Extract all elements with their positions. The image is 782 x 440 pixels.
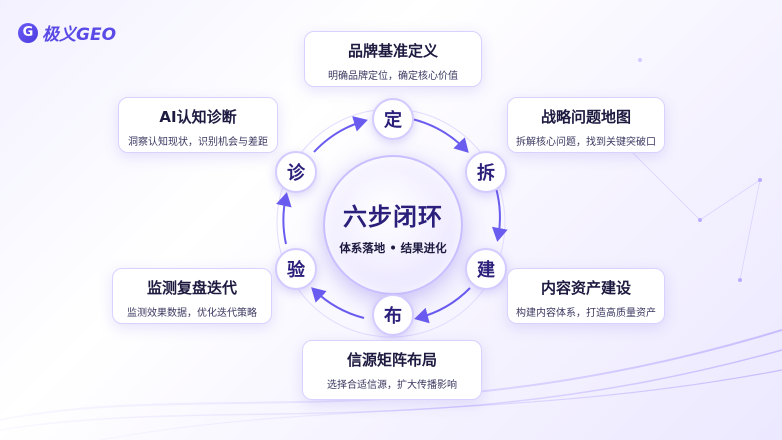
step-card-desc: 监测效果数据，优化迭代策略 xyxy=(127,308,257,319)
step-card-source-matrix: 信源矩阵布局 选择合适信源，扩大传播影响 xyxy=(302,340,482,400)
step-node-jian: 建 xyxy=(465,248,507,290)
step-card-title: AI认知诊断 xyxy=(159,108,237,126)
step-card-content-assets: 内容资产建设 构建内容体系，打造高质量资产 xyxy=(507,268,665,324)
step-card-title: 战略问题地图 xyxy=(540,108,631,126)
step-card-desc: 洞察认知现状，识别机会与差距 xyxy=(128,137,268,148)
step-card-desc: 构建内容体系，打造高质量资产 xyxy=(516,308,656,319)
step-card-title: 信源矩阵布局 xyxy=(346,351,437,369)
step-card-ai-diagnosis: AI认知诊断 洞察认知现状，识别机会与差距 xyxy=(118,97,278,153)
brand-logo: G 极义GEO xyxy=(18,20,116,45)
step-card-desc: 选择合适信源，扩大传播影响 xyxy=(327,380,457,391)
step-node-yan: 验 xyxy=(275,248,317,290)
step-card-title: 品牌基准定义 xyxy=(347,42,438,60)
step-card-title: 监测复盘迭代 xyxy=(146,279,237,297)
step-card-desc: 明确品牌定位，确定核心价值 xyxy=(328,71,458,82)
center-subtitle: 体系落地 • 结果进化 xyxy=(339,241,447,255)
step-node-bu: 布 xyxy=(372,294,414,336)
logo-text: 极义GEO xyxy=(42,25,117,45)
logo-mark-icon: G xyxy=(18,22,38,43)
step-node-ding: 定 xyxy=(372,98,414,140)
step-node-zhen: 诊 xyxy=(275,151,317,193)
step-card-monitor-iterate: 监测复盘迭代 监测效果数据，优化迭代策略 xyxy=(112,268,272,324)
step-node-chai: 拆 xyxy=(465,151,507,193)
step-card-strategy-map: 战略问题地图 拆解核心问题，找到关键突破口 xyxy=(507,97,665,153)
step-card-desc: 拆解核心问题，找到关键突破口 xyxy=(516,137,656,148)
step-card-brand-baseline: 品牌基准定义 明确品牌定位，确定核心价值 xyxy=(304,31,482,87)
center-hub: 六步闭环 体系落地 • 结果进化 xyxy=(323,155,463,295)
step-card-title: 内容资产建设 xyxy=(540,279,631,297)
center-title: 六步闭环 xyxy=(343,203,443,231)
